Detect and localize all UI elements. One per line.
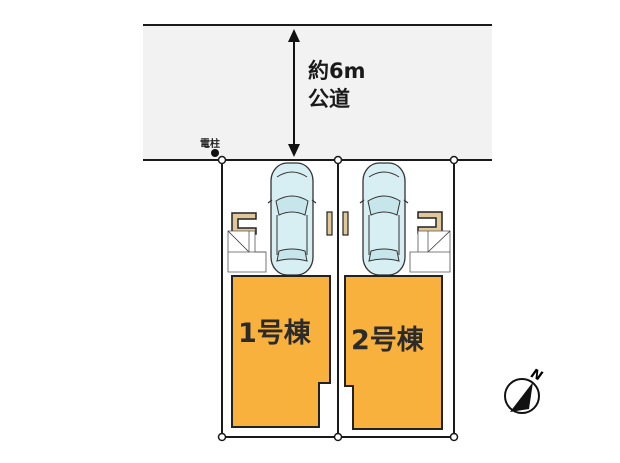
- road-width-arrow-icon: [288, 29, 300, 157]
- utility-pole-label: 電柱: [200, 139, 220, 150]
- building-2-footprint: [344, 275, 443, 430]
- building-1-label: 1号棟: [238, 318, 311, 349]
- building-2-label: 2号棟: [351, 325, 424, 356]
- public-road: [143, 24, 492, 161]
- lot2-entrance: [409, 211, 451, 273]
- lot1-entrance: [227, 212, 267, 273]
- boundary-markers: [217, 155, 459, 442]
- building-1-footprint: [231, 275, 331, 428]
- road-type-label: 公道: [308, 87, 350, 111]
- north-arrow-icon: [504, 378, 540, 414]
- car-icon: [359, 162, 409, 276]
- road-width-label: 約6m: [308, 59, 366, 83]
- car-icon: [267, 162, 317, 276]
- center-fences: [326, 211, 349, 236]
- utility-pole-dot-icon: [211, 149, 219, 157]
